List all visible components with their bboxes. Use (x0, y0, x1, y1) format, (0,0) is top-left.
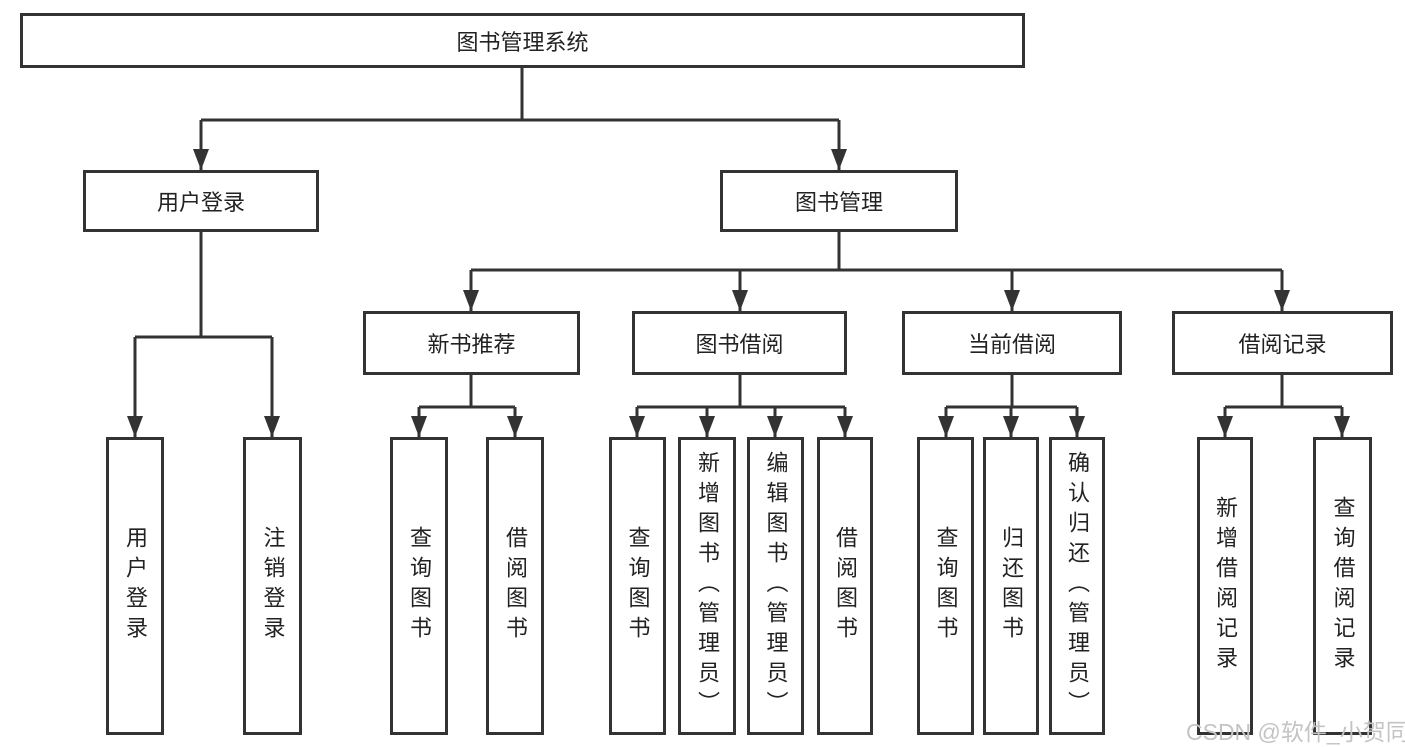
leaf-confirm-return-admin-label: 确认归还（管理员） (1065, 451, 1090, 721)
watermark: CSDN @软件_小贺同学 (1186, 719, 1405, 745)
leaf-query-books-2: 查询图书 (609, 437, 666, 735)
leaf-add-book-admin-label: 新增图书（管理员） (695, 451, 720, 721)
node-new-book-recommend-label: 新书推荐 (427, 332, 516, 357)
node-borrow-records-label: 借阅记录 (1238, 332, 1327, 357)
leaf-confirm-return-admin: 确认归还（管理员） (1049, 437, 1105, 735)
node-user-login: 用户登录 (83, 170, 319, 232)
node-current-borrow-label: 当前借阅 (967, 332, 1056, 357)
leaf-query-books-1: 查询图书 (390, 437, 448, 735)
leaf-borrow-books-2: 借阅图书 (817, 437, 873, 735)
leaf-borrow-books-1-label: 借阅图书 (503, 526, 528, 646)
node-user-login-label: 用户登录 (156, 190, 245, 215)
node-book-borrow: 图书借阅 (632, 311, 847, 375)
node-root: 图书管理系统 (20, 13, 1025, 68)
leaf-borrow-books-1: 借阅图书 (486, 437, 544, 735)
leaf-edit-book-admin: 编辑图书（管理员） (747, 437, 804, 735)
node-book-borrow-label: 图书借阅 (695, 332, 784, 357)
node-book-management: 图书管理 (720, 170, 958, 232)
leaf-query-borrow-record-label: 查询借阅记录 (1330, 496, 1356, 676)
leaf-add-borrow-record: 新增借阅记录 (1197, 437, 1253, 735)
leaf-logout: 注销登录 (243, 437, 302, 735)
node-root-label: 图书管理系统 (456, 29, 589, 55)
node-borrow-records: 借阅记录 (1172, 311, 1393, 375)
leaf-borrow-books-2-label: 借阅图书 (833, 526, 858, 646)
leaf-edit-book-admin-label: 编辑图书（管理员） (763, 451, 789, 721)
node-book-management-label: 图书管理 (794, 190, 883, 215)
leaf-query-books-2-label: 查询图书 (625, 526, 651, 646)
leaf-logout-label: 注销登录 (260, 526, 286, 646)
leaf-add-book-admin: 新增图书（管理员） (678, 437, 736, 735)
leaf-login: 用户登录 (106, 437, 164, 735)
node-current-borrow: 当前借阅 (902, 311, 1122, 375)
leaf-add-borrow-record-label: 新增借阅记录 (1213, 496, 1238, 676)
leaf-query-books-3: 查询图书 (917, 437, 974, 735)
leaf-query-books-3-label: 查询图书 (933, 526, 959, 646)
leaf-return-book: 归还图书 (983, 437, 1039, 735)
node-new-book-recommend: 新书推荐 (363, 311, 580, 375)
leaf-query-books-1-label: 查询图书 (407, 526, 432, 646)
leaf-login-label: 用户登录 (123, 526, 148, 646)
leaf-return-book-label: 归还图书 (999, 526, 1024, 646)
leaf-query-borrow-record: 查询借阅记录 (1313, 437, 1372, 735)
